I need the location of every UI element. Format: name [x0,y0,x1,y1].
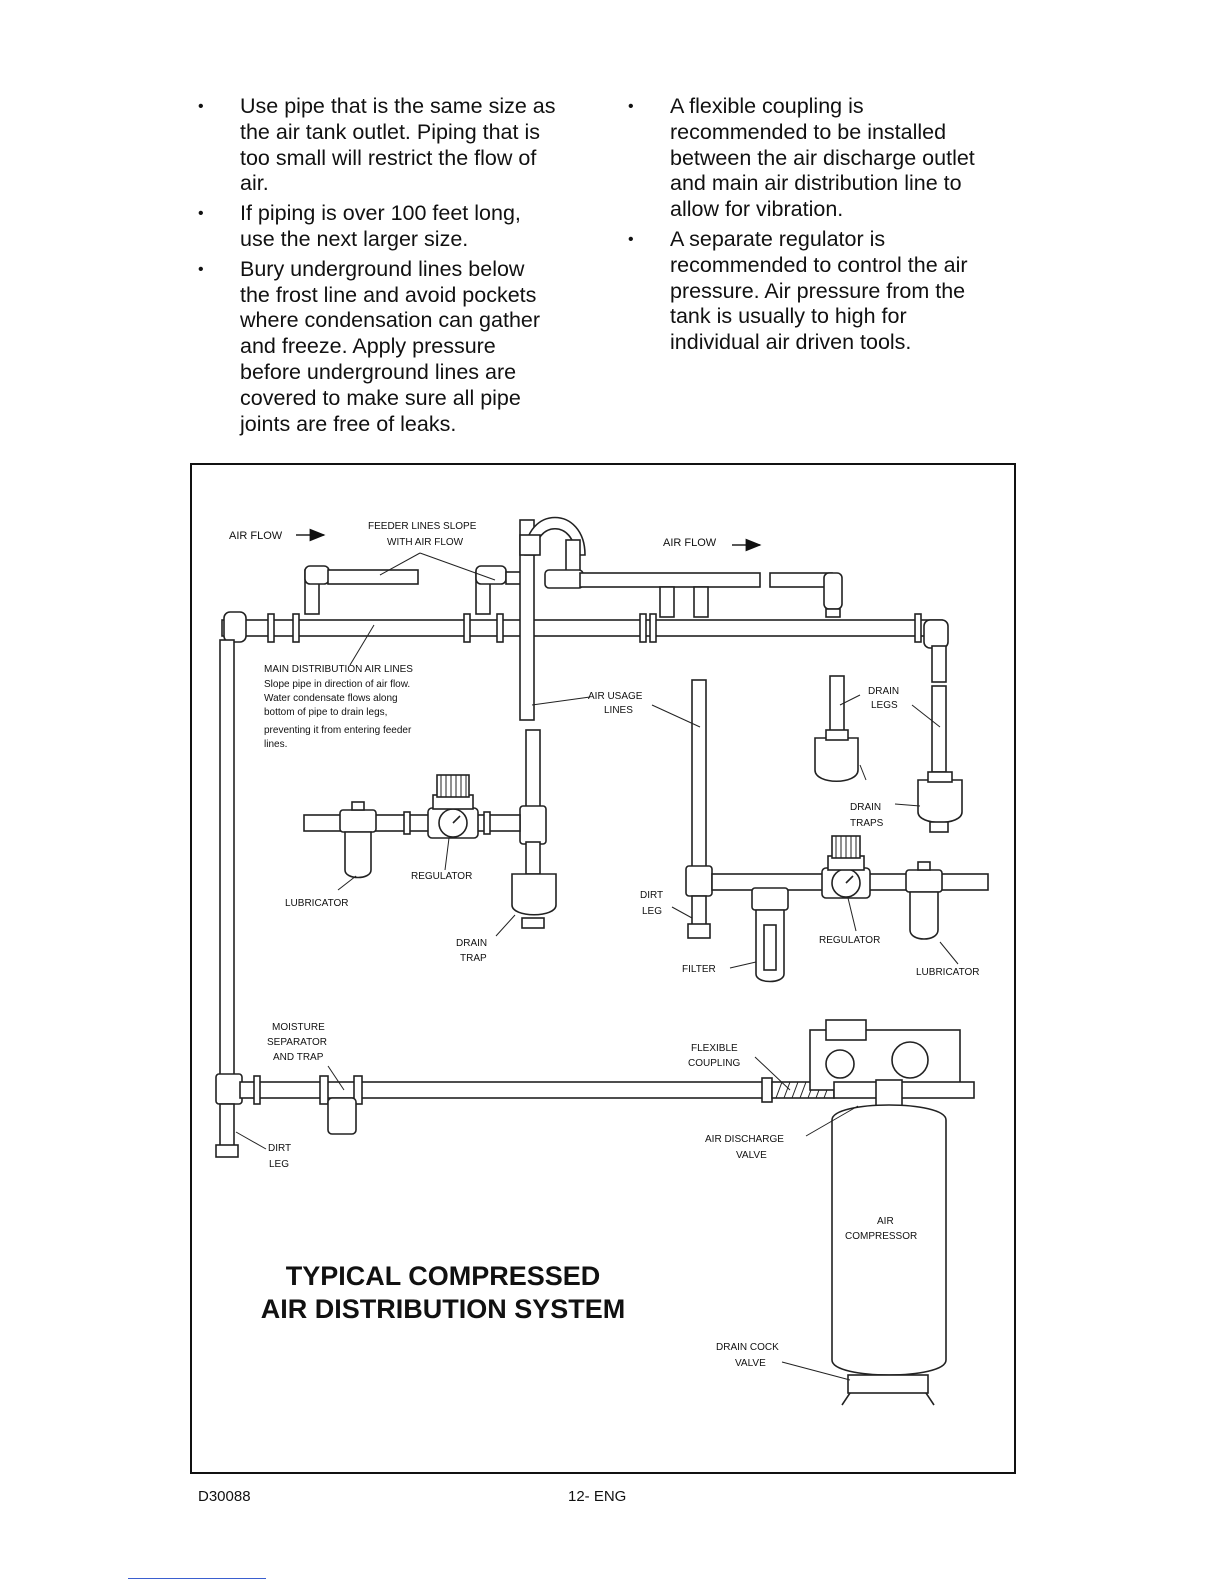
label-drain-trap: DRAIN [456,938,487,949]
label-drain-traps: DRAIN [850,802,881,813]
label-flexible-coupling: FLEXIBLE [691,1043,738,1054]
bullet-line: between the air discharge outlet [670,145,975,170]
label-dirt-leg: DIRT [268,1143,291,1154]
bullet-line: individual air driven tools. [670,330,912,355]
bullet-dot: • [628,230,634,248]
label-feeder-lines: FEEDER LINES SLOPE [368,521,477,532]
label-dirt-leg: LEG [269,1159,289,1170]
leader-lines [235,552,959,1381]
label-air-compressor: AIR [877,1216,894,1227]
label-regulator: REGULATOR [819,935,880,946]
label-drain-trap: TRAP [460,953,487,964]
left-text-column: • Use pipe that is the same size as the … [195,94,575,441]
note-main-distribution: Slope pipe in direction of air flow. [264,679,410,690]
bullet-line: and main air distribution line to [670,171,962,196]
label-drain-traps: TRAPS [850,818,884,829]
label-flexible-coupling: COUPLING [688,1058,740,1069]
air-usage-line-left [303,729,557,929]
bullet-item: • A flexible coupling is recommended to … [625,94,1005,223]
bullet-item: • Use pipe that is the same size as the … [195,94,575,197]
bullet-item: • A separate regulator is recommended to… [625,227,1005,356]
bullet-item: • Bury underground lines below the frost… [195,257,575,438]
page-number: 12- ENG [568,1488,627,1505]
label-drain-legs: LEGS [871,700,898,711]
main-distribution-pipe [221,611,949,649]
label-regulator: REGULATOR [411,871,472,882]
left-riser-and-lower-line [215,639,773,1158]
diagram-frame [190,463,1016,1474]
bullet-line: Use pipe that is the same size as [240,94,556,118]
label-air-flow-right: AIR FLOW [663,537,717,549]
label-moisture-separator: AND TRAP [273,1052,324,1063]
bullet-dot: • [198,205,204,223]
bullet-line: A flexible coupling is [670,94,864,118]
bullet-line: the frost line and avoid pockets [240,282,537,307]
bullet-item: • If piping is over 100 feet long, use t… [195,201,575,253]
right-text-column: • A flexible coupling is recommended to … [625,94,1005,360]
label-feeder-lines: WITH AIR FLOW [387,537,464,548]
label-moisture-separator: MOISTURE [272,1022,325,1033]
note-main-distribution: Water condensate flows along [264,693,398,704]
label-air-usage: AIR USAGE [588,691,643,702]
bullet-line: Bury underground lines below [240,256,525,281]
bullet-line: If piping is over 100 feet long, [240,201,521,226]
bullet-line: pressure. Air pressure from the [670,278,966,303]
bullet-line: joints are free of leaks. [240,411,457,436]
air-compressor [809,1019,975,1406]
label-drain-cock-valve: VALVE [735,1358,766,1369]
bullet-line: recommended to control the air [670,252,968,277]
note-main-distribution: lines. [264,739,287,750]
diagram-title: TYPICAL COMPRESSED [286,1261,601,1291]
note-main-distribution: preventing it from entering feeder [264,725,412,736]
label-main-distribution: MAIN DISTRIBUTION AIR LINES [264,664,413,675]
label-moisture-separator: SEPARATOR [267,1037,327,1048]
bullet-line: allow for vibration. [670,197,844,222]
label-air-discharge-valve: AIR DISCHARGE [705,1134,784,1145]
document-code: D30088 [198,1488,251,1505]
bullet-line: use the next larger size. [240,226,469,251]
bullet-line: A separate regulator is [670,226,886,251]
bullet-line: air. [240,171,269,196]
label-lubricator: LUBRICATOR [285,898,349,909]
note-main-distribution: bottom of pipe to drain legs, [264,707,387,718]
bullet-line: tank is usually to high for [670,304,907,329]
feeder-lines [304,516,843,721]
bullet-dot: • [628,98,634,115]
bullet-line: covered to make sure all pipe [240,385,521,410]
label-lubricator: LUBRICATOR [916,967,980,978]
bullet-line: before underground lines are [240,359,517,384]
bullet-line: the air tank outlet. Piping that is [240,119,540,144]
label-drain-legs: DRAIN [868,686,899,697]
bullet-line: recommended to be installed [670,119,947,144]
label-filter: FILTER [682,964,716,975]
label-air-usage: LINES [604,705,633,716]
bullet-line: where condensation can gather [240,308,541,333]
label-air-compressor: COMPRESSOR [845,1231,917,1242]
label-drain-cock-valve: DRAIN COCK [716,1342,779,1353]
footer-rule [128,1578,266,1579]
label-air-discharge-valve: VALVE [736,1150,767,1161]
diagram-title: AIR DISTRIBUTION SYSTEM [261,1294,626,1324]
bullet-line: too small will restrict the flow of [240,145,537,170]
label-air-flow-left: AIR FLOW [229,530,283,542]
diagram-labels: AIR FLOW FEEDER LINES SLOPE WITH AIR FLO… [229,521,980,1369]
bullet-dot: • [198,260,204,278]
bullet-line: and freeze. Apply pressure [240,334,496,359]
air-usage-line-right [685,679,989,983]
drain-legs [814,645,963,833]
label-dirt-leg: DIRT [640,890,663,901]
bullet-dot: • [198,98,204,115]
label-dirt-leg: LEG [642,906,662,917]
